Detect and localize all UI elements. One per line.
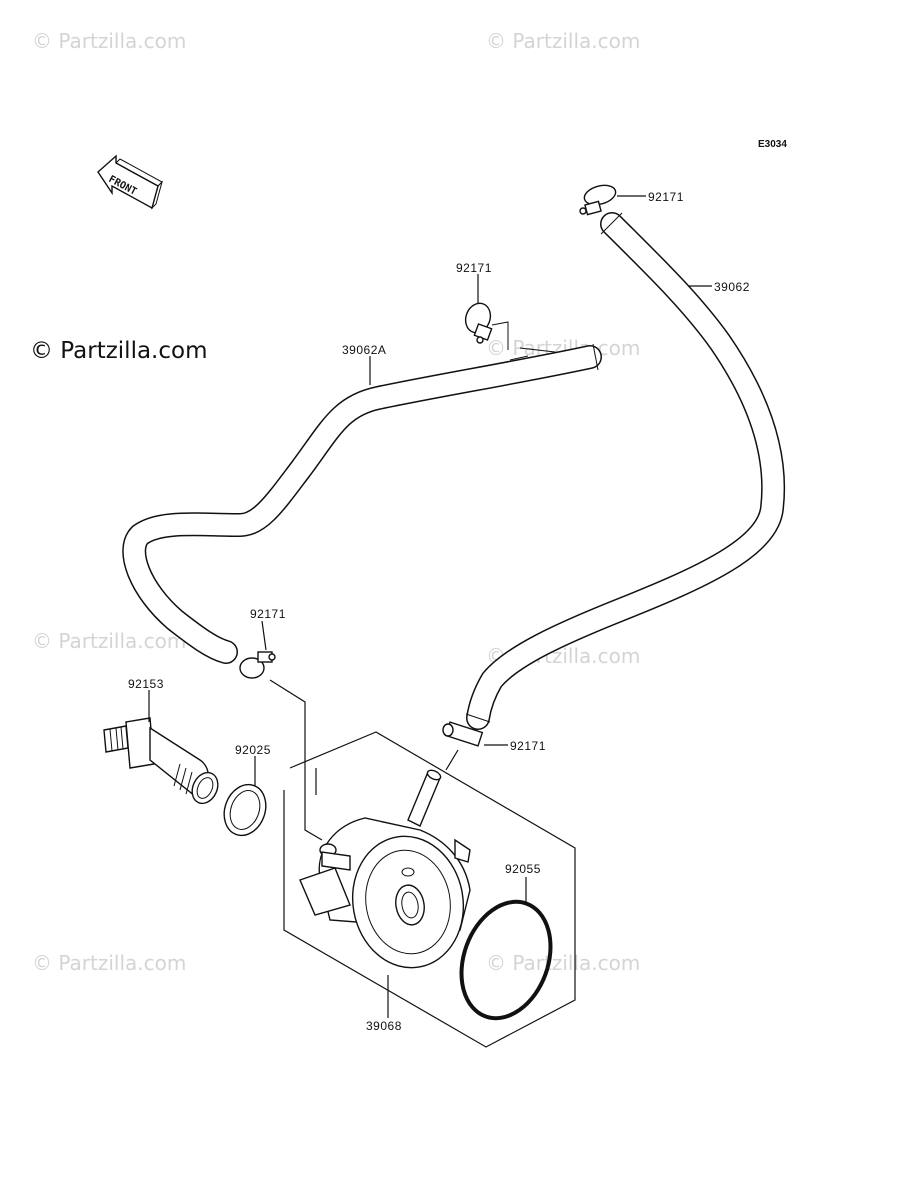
- label-hose-left[interactable]: 39062A: [342, 343, 386, 357]
- front-arrow-icon: FRONT: [97, 154, 163, 210]
- fitting-92153: [103, 717, 219, 805]
- label-washer[interactable]: 92025: [235, 743, 271, 757]
- oil-cooler-39068: [299, 769, 471, 969]
- hose-39062A: [122, 343, 602, 664]
- washer-92025: [223, 783, 267, 837]
- hose-39062: [465, 212, 786, 730]
- clamp-92171-left: [239, 651, 276, 679]
- clamp-92171-upper: [464, 302, 509, 350]
- label-fitting[interactable]: 92153: [128, 677, 164, 691]
- leader-lines: [148, 195, 712, 1018]
- clamp-92171-right: [442, 721, 484, 747]
- watermark-2: © Partzilla.com: [486, 29, 640, 53]
- label-hose-right[interactable]: 39062: [714, 280, 750, 294]
- part-labels: 92171 39062 92171 39062A 92171 92153 920…: [128, 190, 750, 1033]
- oil-cooler-box: [283, 731, 576, 1048]
- watermark-6: © Partzilla.com: [32, 951, 186, 975]
- label-o-ring[interactable]: 92055: [505, 862, 541, 876]
- clamp-92171-top: [579, 184, 617, 216]
- label-clamp-right[interactable]: 92171: [510, 739, 546, 753]
- diagram-code: E3034: [758, 139, 787, 150]
- watermark-4: © Partzilla.com: [32, 629, 186, 653]
- label-oil-cooler[interactable]: 39068: [366, 1019, 402, 1033]
- copyright-text: © Partzilla.com: [30, 338, 208, 364]
- label-clamp-left[interactable]: 92171: [250, 607, 286, 621]
- watermark-7: © Partzilla.com: [486, 951, 640, 975]
- label-clamp-upper[interactable]: 92171: [456, 261, 492, 275]
- watermark-1: © Partzilla.com: [32, 29, 186, 53]
- label-clamp-top[interactable]: 92171: [648, 190, 684, 204]
